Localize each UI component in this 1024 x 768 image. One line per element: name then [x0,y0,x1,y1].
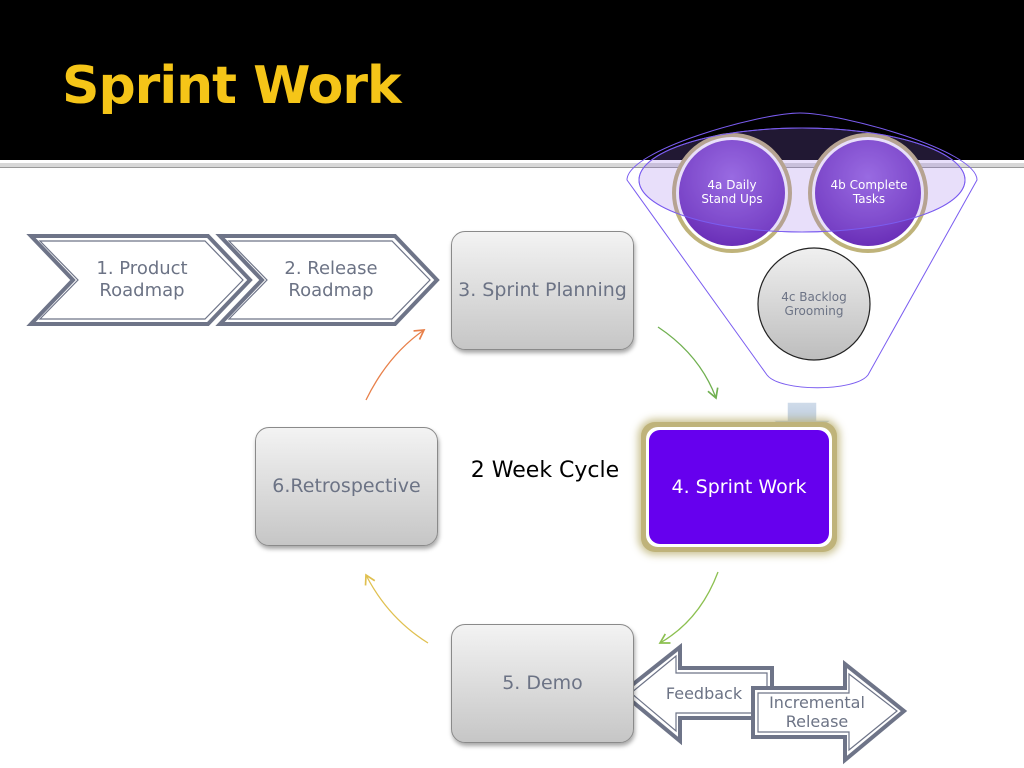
circle-daily-standups [672,133,792,253]
slide-title: Sprint Work [62,56,402,116]
step-release-roadmap-label: 2. Release Roadmap [284,258,378,301]
step-retrospective: 6.Retrospective [255,427,438,546]
title-bar [0,0,1024,160]
sub-complete-tasks-label: 4b Complete Tasks [830,177,908,206]
arrow-demo-to-retro [364,573,429,644]
step-sprint-planning: 3. Sprint Planning [451,231,634,350]
arrow-retro-to-planning [365,329,426,401]
funnel-rim [638,127,966,233]
step-sprint-work: 4. Sprint Work [641,422,837,552]
sub-backlog-grooming-label: 4c Backlog Grooming [781,289,847,318]
feedback-label: Feedback [665,684,743,704]
chevron-release-roadmap [215,234,440,326]
arrow-planning-to-work [657,326,719,400]
step-sprint-work-label: 4. Sprint Work [649,430,829,544]
circle-backlog-grooming [757,247,871,361]
chevron-product-roadmap [26,234,253,326]
step-demo: 5. Demo [451,624,634,743]
step-product-roadmap-label: 1. Product Roadmap [96,258,188,301]
incremental-release-label: Incremental Release [769,692,865,731]
circle-complete-tasks [808,133,928,253]
divider-line [0,163,1024,168]
arrow-work-to-demo [658,571,719,644]
sub-daily-standups-label: 4a Daily Stand Ups [701,177,763,206]
cycle-label: 2 Week Cycle [470,458,620,483]
incremental-release-arrow [751,659,908,765]
